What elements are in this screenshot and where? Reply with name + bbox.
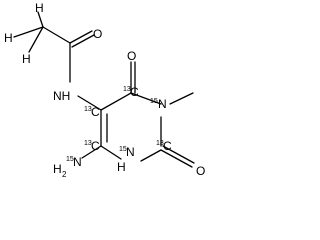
- structure-diagram: H H H O O O NH 13 C 13 C 13 C 13 C 15 N …: [4, 1, 205, 179]
- atom-h-lower: H: [22, 52, 31, 66]
- bond-nh-c5: [77, 95, 102, 111]
- bond-h-lower: [28, 26, 44, 53]
- atom-n1: N: [126, 145, 135, 159]
- atom-c6: C: [91, 139, 100, 153]
- atom-c5: C: [91, 105, 100, 119]
- isotope-n1-mass: 15: [119, 146, 127, 153]
- isotope-c6: 13: [84, 140, 92, 147]
- isotope-nh2: 15: [66, 156, 74, 163]
- atom-c2: C: [163, 139, 172, 153]
- bond-h-top: [37, 11, 44, 28]
- atom-nh2-n: N: [73, 155, 82, 169]
- atom-o-acetyl: O: [93, 27, 102, 41]
- atom-o-c4: O: [127, 49, 136, 63]
- bond-h-left: [13, 26, 44, 38]
- isotope-c4: 13: [123, 86, 131, 93]
- atom-h-top: H: [35, 1, 44, 15]
- molecule-canvas: H H H O O O NH 13 C 13 C 13 C 13 C 15 N …: [4, 1, 205, 179]
- atom-o-c2: O: [196, 164, 205, 178]
- bond-acetyl-co-2: [71, 34, 95, 48]
- bond-ch3-carbonyl: [42, 26, 71, 44]
- atom-c4: C: [130, 85, 139, 99]
- bond-c5-c4: [100, 92, 132, 111]
- bond-n3-methyl: [169, 92, 194, 105]
- bond-n1-c6: [100, 145, 122, 160]
- bond-acetyl-co-1: [69, 30, 93, 44]
- bond-c2-n1: [140, 149, 162, 162]
- isotope-n3: 15: [150, 98, 158, 105]
- bond-c6-nh2: [81, 145, 102, 159]
- isotope-c5: 13: [84, 106, 92, 113]
- bond-c2-o-b: [162, 145, 195, 164]
- bond-c4-n3: [130, 92, 162, 105]
- bonds: [13, 11, 195, 168]
- atom-labels: H H H O O O NH 13 C 13 C 13 C 13 C 15 N …: [4, 1, 205, 179]
- atom-nh2-subscript: 2: [62, 170, 67, 179]
- isotope-c2: 13: [156, 140, 164, 147]
- atom-nh2-h: H: [53, 162, 62, 176]
- atom-nh-amide: NH: [53, 89, 70, 103]
- atom-h-left: H: [4, 31, 13, 45]
- atom-n1-h: H: [117, 160, 126, 174]
- bond-c2-o-a: [160, 149, 193, 168]
- atom-n3: N: [158, 97, 167, 111]
